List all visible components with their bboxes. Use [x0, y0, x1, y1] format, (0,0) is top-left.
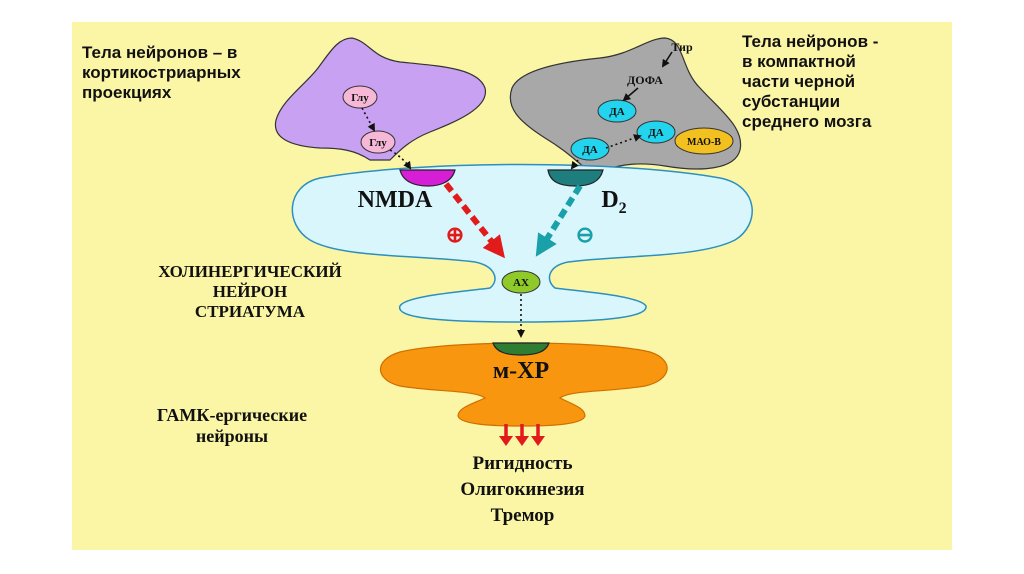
effect-tremor: Тремор [490, 505, 555, 527]
tir-label: Тир [671, 40, 693, 54]
gaba-neuron-body [380, 342, 668, 427]
mxr-receptor [492, 342, 550, 356]
dofa-to-da-path [622, 87, 639, 102]
mxr-receptor-label: м-ХР [493, 358, 549, 384]
tir-to-dofa-path [661, 51, 673, 68]
glu-release-path [361, 107, 375, 132]
mao-b-enzyme [674, 127, 734, 155]
glu-to-nmda-path [389, 149, 412, 170]
excitatory-arrow [443, 182, 505, 259]
cholinergic-neuron-body [291, 163, 753, 323]
ach-label: АХ [513, 277, 529, 289]
clinical-effects-list: Ригидность Олигокинезия Тремор [400, 451, 645, 530]
da-label-2: ДА [648, 127, 664, 139]
mao-b-label: МАО-В [687, 137, 721, 148]
da-vesicle-2 [636, 120, 676, 144]
da-label-1: ДА [609, 106, 625, 118]
nigral-neurons-caption: Тела нейронов - в компактной части черно… [742, 32, 879, 132]
effect-rigidity: Ригидность [472, 453, 573, 474]
cortical-neuron-body [274, 37, 486, 161]
glu-top-label: Глу [351, 92, 369, 104]
da-label-3: ДА [582, 144, 598, 156]
da-to-d2-path [570, 159, 579, 170]
cortical-neurons-caption: Тела нейронов – в кортикостриарных проек… [82, 43, 241, 103]
glu-vesicle-bottom [360, 130, 396, 154]
gaba-neurons-caption: ГАМК-ергические нейроны [156, 405, 308, 447]
nmda-receptor-label: NMDA [358, 187, 433, 213]
glu-vesicle-top [342, 85, 378, 109]
effect-oligokinesia: Олигокинезия [460, 479, 585, 501]
d2-receptor-label: D2 [601, 187, 626, 217]
cholinergic-neuron-caption: ХОЛИНЕРГИЧЕСКИЙ НЕЙРОН СТРИАТУМА [158, 262, 342, 322]
glu-bottom-label: Глу [369, 137, 387, 149]
d2-receptor [547, 169, 604, 187]
ach-vesicle [501, 270, 541, 294]
da-reuptake-path [605, 134, 642, 149]
da-vesicle-1 [597, 99, 637, 123]
minus-sign: ⊖ [576, 222, 594, 247]
output-arrows [499, 424, 545, 446]
dofa-label: ДОФА [627, 73, 663, 87]
inhibitory-arrow [535, 184, 583, 257]
plus-sign: ⊕ [446, 222, 464, 247]
da-vesicle-3 [570, 137, 610, 161]
nmda-receptor [399, 169, 456, 187]
